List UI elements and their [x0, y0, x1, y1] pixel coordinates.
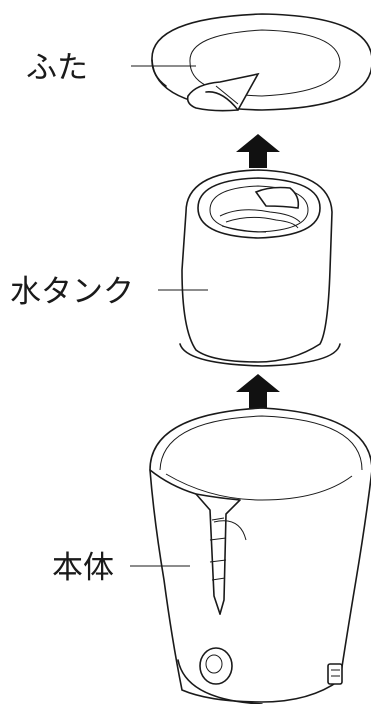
main-body-part	[150, 408, 371, 704]
lid-label: ふた	[26, 50, 88, 86]
power-button-icon	[200, 648, 232, 684]
assembly-arrow-upper	[236, 134, 280, 168]
body-label: 本体	[52, 550, 114, 586]
lid-part	[152, 14, 371, 111]
assembly-arrow-lower	[236, 374, 280, 408]
water-tank-label: 水タンク	[10, 274, 134, 310]
water-tank-part	[180, 170, 340, 366]
